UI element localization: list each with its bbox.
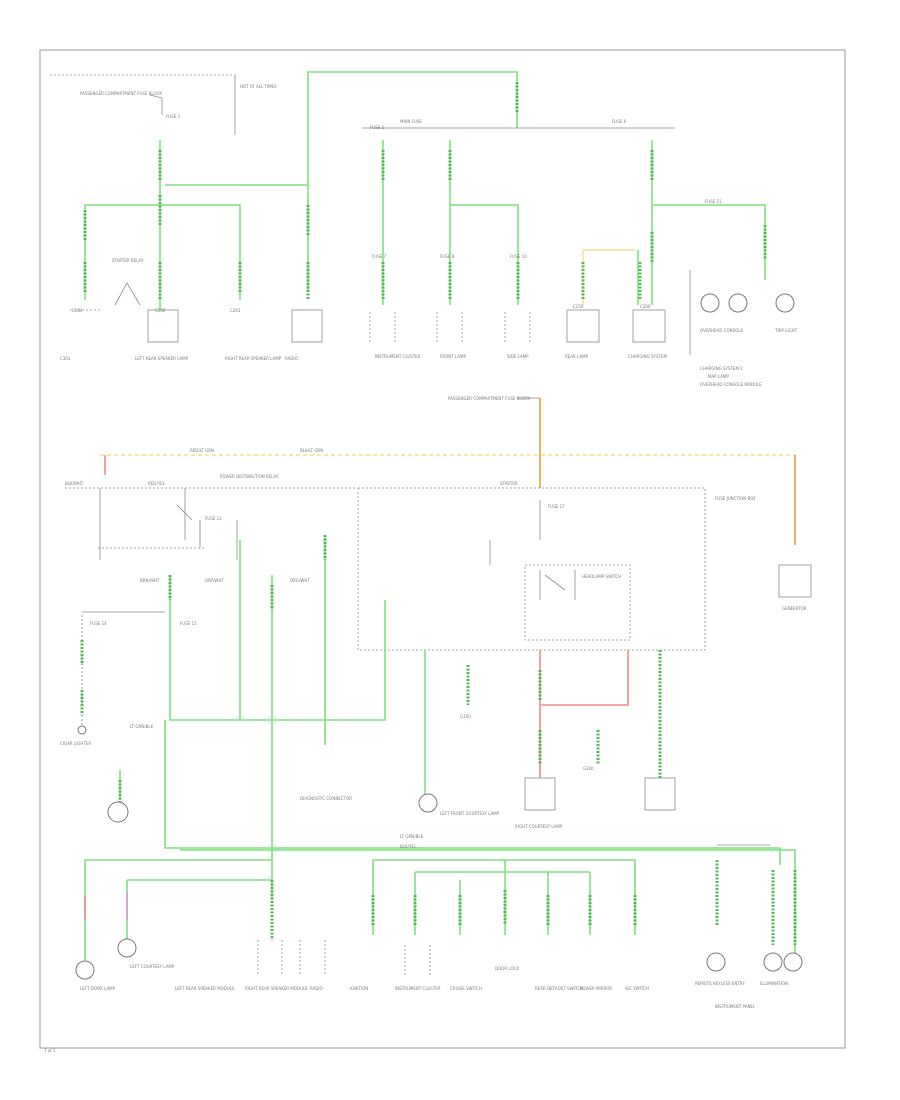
label-bot-9: CRUISE SWITCH (450, 986, 482, 991)
label-top-8: FUSE 8 (440, 254, 455, 259)
label-top-0: PASSENGER COMPARTMENT FUSE BLOCK (80, 91, 162, 96)
label-mid-11: FUSE 15 (180, 621, 197, 626)
overhead-lamp (728, 293, 748, 313)
label-top-27: TRIP LIGHT (774, 328, 798, 333)
label-top-22: SIDE LAMP (507, 354, 529, 359)
label-mid-4: RED/YEL (148, 481, 166, 486)
label-mid-20: LEFT FRONT COURTESY LAMP (440, 811, 500, 816)
label-mid-17: FUSE JUNCTION BOX (715, 496, 756, 501)
instrument-panel-lamp (783, 952, 803, 972)
label-bot-15: ILLUMINATION (760, 981, 788, 986)
courtesy-lamp (107, 801, 129, 823)
label-mid-14: GRY/WHT (205, 578, 224, 583)
label-bot-10: DOOR LOCK (495, 966, 519, 971)
label-mid-19: G200 (583, 766, 594, 771)
left-door-lamp (75, 960, 95, 980)
label-mid-18: G100 (460, 714, 471, 719)
label-top-20: INSTRUMENT CLUSTER (375, 354, 421, 359)
label-top-7: FUSE 7 (372, 254, 387, 259)
label-mid-0: PASSENGER COMPARTMENT FUSE BLOCK (448, 396, 530, 401)
label-mid-15: ORG/WHT (290, 578, 310, 583)
label-mid-13: BRN/WHT (140, 578, 160, 583)
label-top-5: FUSE 5 (370, 125, 385, 130)
label-mid-7: GENERATOR (782, 606, 807, 611)
label-mid-6: STARTER (500, 481, 518, 486)
instrument-box (644, 777, 676, 811)
label-top-9: FUSE 10 (510, 254, 527, 259)
label-bot-3: LEFT COURTESY LAMP (130, 964, 175, 969)
corner-mark: 1 of 1 (44, 1048, 56, 1053)
label-mid-21: RIGHT COURTESY LAMP (515, 824, 563, 829)
left-front-courtesy-lamp (418, 793, 438, 813)
label-mid-3: BLK/WHT (65, 481, 84, 486)
label-bot-1: BLK/YEL (400, 844, 417, 849)
label-mid-8: CIGAR LIGHTER (60, 741, 91, 746)
illumination-lamp (763, 952, 783, 972)
label-top-25: CHARGING SYSTEM 2 (700, 366, 743, 371)
bottom-section (75, 720, 803, 980)
label-top-6: FUSE 6 (612, 119, 627, 124)
label-top-17: LEFT REAR SPEAKER LAMP (135, 356, 189, 361)
label-top-2: HOT AT ALL TIMES (240, 84, 277, 89)
label-bot-5: RIGHT REAR SPEAKER MODULE (245, 986, 308, 991)
bottom-labels: LT GRN/BLK BLK/YEL LEFT DOOR LAMP LEFT C… (80, 834, 788, 1009)
label-bot-0: LT GRN/BLK (400, 834, 424, 839)
remote-keyless-lamp (706, 952, 726, 972)
generator-box (778, 564, 812, 598)
label-bot-13: A/C SWITCH (625, 986, 649, 991)
label-bot-11: REAR DEFROST SWITCH (535, 986, 583, 991)
label-mid-22: DIAGNOSTIC CONNECTOR (300, 796, 352, 801)
left-connector (77, 725, 87, 735)
top-section (50, 71, 795, 355)
label-mid-12: FUSE 17 (548, 504, 565, 509)
label-top-21: FRONT LAMP (440, 354, 466, 359)
middle-labels: PASSENGER COMPARTMENT FUSE BLOCK RED/LT … (60, 396, 807, 829)
label-bot-12: POWER MIRROR (580, 986, 612, 991)
label-bot-2: LEFT DOOR LAMP (80, 986, 116, 991)
label-top-29: OVERHEAD CONSOLE MODULE (700, 382, 762, 387)
instrument-cluster-box (291, 309, 323, 343)
label-top-12: C200 (155, 308, 166, 313)
map-lamp (775, 293, 795, 313)
label-mid-16: LT GRN/BLK (130, 724, 154, 729)
starter-box (524, 777, 556, 811)
label-mid-23: HEADLAMP SWITCH (582, 574, 621, 579)
label-top-1: FUSE 1 (166, 114, 181, 119)
left-courtesy-lamp (117, 938, 137, 958)
label-mid-1: RED/LT GRN (190, 448, 214, 453)
charging-system-2-box (632, 309, 666, 343)
diagram-frame (39, 49, 846, 1049)
label-bot-14: REMOTE KEYLESS ENTRY (695, 981, 745, 986)
label-mid-2: BLK/LT GRN (300, 448, 323, 453)
trip-light-lamp (700, 293, 720, 313)
middle-section (65, 397, 812, 900)
label-bot-8: INSTRUMENT CLUSTER (395, 986, 441, 991)
label-top-15: C300 (640, 304, 651, 309)
label-top-24: CHARGING SYSTEM (628, 354, 667, 359)
label-top-26: OVERHEAD CONSOLE (700, 328, 744, 333)
top-labels: PASSENGER COMPARTMENT FUSE BLOCK FUSE 1 … (60, 84, 798, 387)
label-top-23: REAR LAMP (565, 354, 589, 359)
label-top-19: RADIO (285, 356, 298, 361)
label-top-10: FUSE 11 (705, 199, 722, 204)
label-bot-7: IGNITION (350, 986, 368, 991)
label-top-18: RIGHT REAR SPEAKER LAMP (225, 356, 282, 361)
label-top-3: STARTER RELAY (112, 258, 144, 263)
label-bot-4: LEFT REAR SPEAKER MODULE (175, 986, 235, 991)
label-top-11: C100 (72, 308, 83, 313)
label-top-28: MAP LAMP (708, 374, 729, 379)
charging-system-box (566, 309, 600, 343)
label-top-16: C301 (60, 356, 71, 361)
label-bot-6: RADIO (310, 986, 323, 991)
label-mid-10: FUSE 14 (90, 621, 107, 626)
label-top-14: C250 (573, 304, 584, 309)
label-top-4: MAIN FUSE (400, 119, 422, 124)
label-top-13: C201 (230, 308, 241, 313)
right-rear-lamp-box (147, 309, 179, 343)
label-mid-9: FUSE 12 (205, 516, 222, 521)
label-mid-5: POWER DISTRIBUTION RELAY (220, 474, 279, 479)
label-bot-16: INSTRUMENT PANEL (715, 1004, 756, 1009)
